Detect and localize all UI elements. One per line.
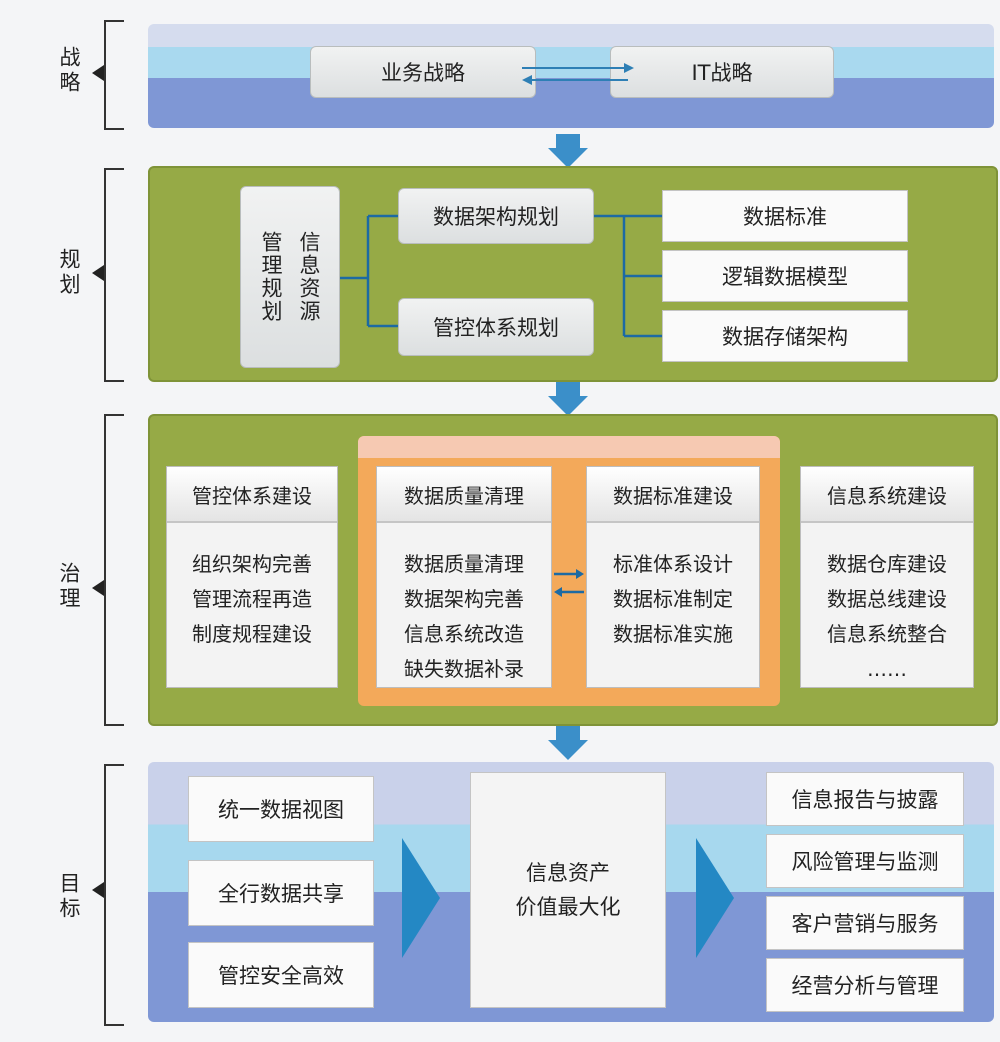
pointer-planning [92,265,104,281]
data-standard-box: 数据标准 [662,190,908,242]
list-item: 数据仓库建设 [827,552,947,576]
list-item: 数据总线建设 [827,587,947,611]
list-item: 信息系统整合 [827,622,947,646]
business-analysis-management-box: 经营分析与管理 [766,958,964,1012]
risk-management-monitoring-box: 风险管理与监测 [766,834,964,888]
info-asset-value-box: 信息资产 价值最大化 [470,772,666,1008]
layer-label-strategy: 战略 [57,46,81,96]
pointer-strategy [92,65,104,81]
card-title: 管控体系建设 [167,467,337,523]
list-item: …… [867,657,907,681]
info-report-disclosure-box: 信息报告与披露 [766,772,964,826]
bracket-governance [104,414,124,726]
bidirectional-arrow-icon [522,63,634,85]
list-item: 组织架构完善 [192,552,312,576]
pointer-goals [92,882,104,898]
management-planning-text: 管理规划 [259,231,283,323]
list-item: 数据架构完善 [404,587,524,611]
list-item: 标准体系设计 [613,552,733,576]
card-title: 数据质量清理 [377,467,551,523]
control-system-planning-box: 管控体系规划 [398,298,594,356]
exchange-arrow-icon [554,569,584,597]
info-system-card: 信息系统建设 数据仓库建设 数据总线建设 信息系统整合 …… [800,466,974,688]
list-item: 数据标准实施 [613,622,733,646]
card-title: 数据标准建设 [587,467,759,523]
planning-connector-lines [340,214,662,338]
unified-data-view-box: 统一数据视图 [188,776,374,842]
bracket-planning [104,168,124,382]
list-item: 制度规程建设 [192,622,312,646]
card-title: 信息系统建设 [801,467,973,523]
bracket-strategy [104,20,124,130]
layer-label-goals: 目标 [57,872,81,922]
strategy-band [148,24,994,128]
down-arrow-icon [548,382,588,416]
list-item: 数据质量清理 [404,552,524,576]
data-quality-card: 数据质量清理 数据质量清理 数据架构完善 信息系统改造 缺失数据补录 [376,466,552,688]
layer-label-planning: 规划 [57,248,81,298]
customer-marketing-service-box: 客户营销与服务 [766,896,964,950]
list-item: 数据标准制定 [613,587,733,611]
center-line-2: 价值最大化 [515,895,621,919]
list-item: 缺失数据补录 [404,657,524,681]
pointer-governance [92,580,104,596]
info-resource-planning-box: 信息资源 管理规划 [240,186,340,368]
data-storage-architecture-box: 数据存储架构 [662,310,908,362]
bracket-goals [104,764,124,1026]
business-strategy-box: 业务战略 [310,46,536,98]
bank-data-sharing-box: 全行数据共享 [188,860,374,926]
secure-efficient-control-box: 管控安全高效 [188,942,374,1008]
data-architecture-planning-box: 数据架构规划 [398,188,594,244]
it-strategy-box: IT战略 [610,46,834,98]
info-resource-text: 信息资源 [297,231,321,323]
chevron-right-icon [696,838,734,958]
list-item: 管理流程再造 [192,587,312,611]
chevron-right-icon [402,838,440,958]
data-standard-card: 数据标准建设 标准体系设计 数据标准制定 数据标准实施 [586,466,760,688]
layer-label-governance: 治理 [57,562,81,612]
list-item: 信息系统改造 [404,622,524,646]
down-arrow-icon [548,726,588,760]
logical-data-model-box: 逻辑数据模型 [662,250,908,302]
center-line-1: 信息资产 [526,861,610,885]
control-system-card: 管控体系建设 组织架构完善 管理流程再造 制度规程建设 [166,466,338,688]
down-arrow-icon [548,134,588,168]
